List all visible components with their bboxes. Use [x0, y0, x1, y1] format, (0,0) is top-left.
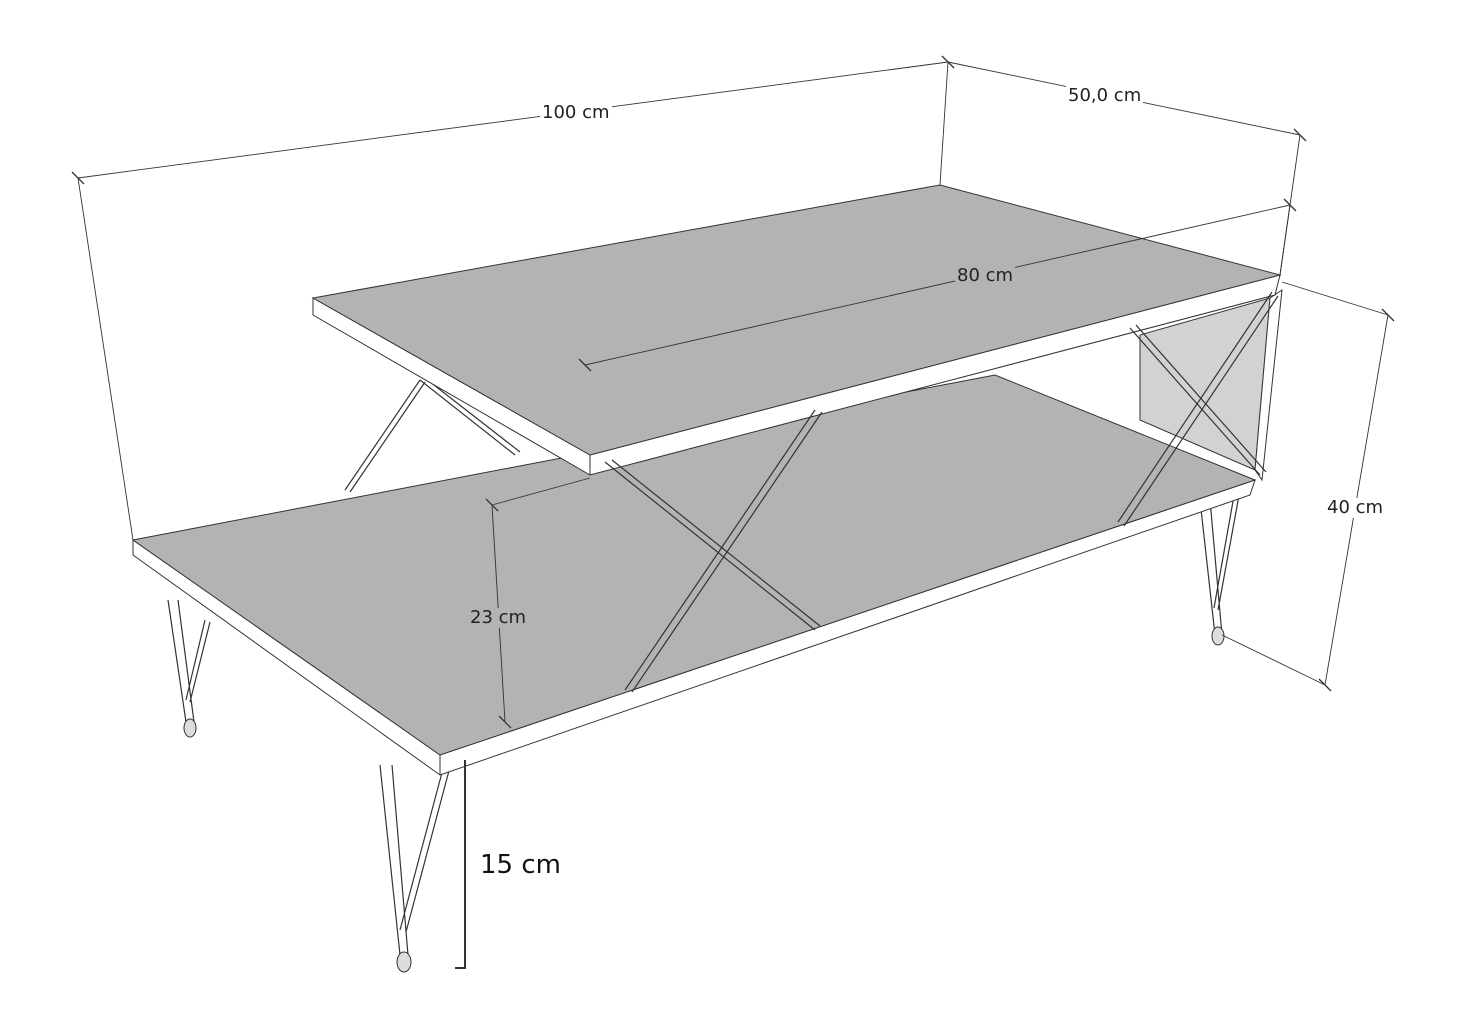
cross-rods [604, 291, 1279, 693]
leg-back-right [1199, 489, 1241, 636]
dim-top-line [584, 204, 1291, 366]
dim-width-line [77, 61, 949, 179]
legs [167, 377, 1241, 956]
width-label: 100 cm [540, 102, 612, 123]
top-length-label: 80 cm [955, 265, 1016, 286]
dim-leg-line [455, 760, 466, 969]
height-label: 40 cm [1325, 497, 1386, 518]
leg-front-center [379, 764, 451, 956]
side-panel-edge [1254, 288, 1283, 482]
leg-back-left [344, 377, 521, 493]
foot-right [1211, 626, 1225, 646]
dimension-lines [71, 55, 1395, 969]
rod-side-x [1117, 291, 1279, 527]
leg-front-left [167, 599, 211, 723]
shelf-gap-label: 23 cm [468, 607, 529, 628]
foot-center [396, 951, 412, 973]
depth-label: 50,0 cm [1066, 85, 1144, 106]
rod-front-x [604, 409, 823, 693]
foot-left [183, 718, 197, 738]
leg-height-label: 15 cm [480, 850, 561, 880]
